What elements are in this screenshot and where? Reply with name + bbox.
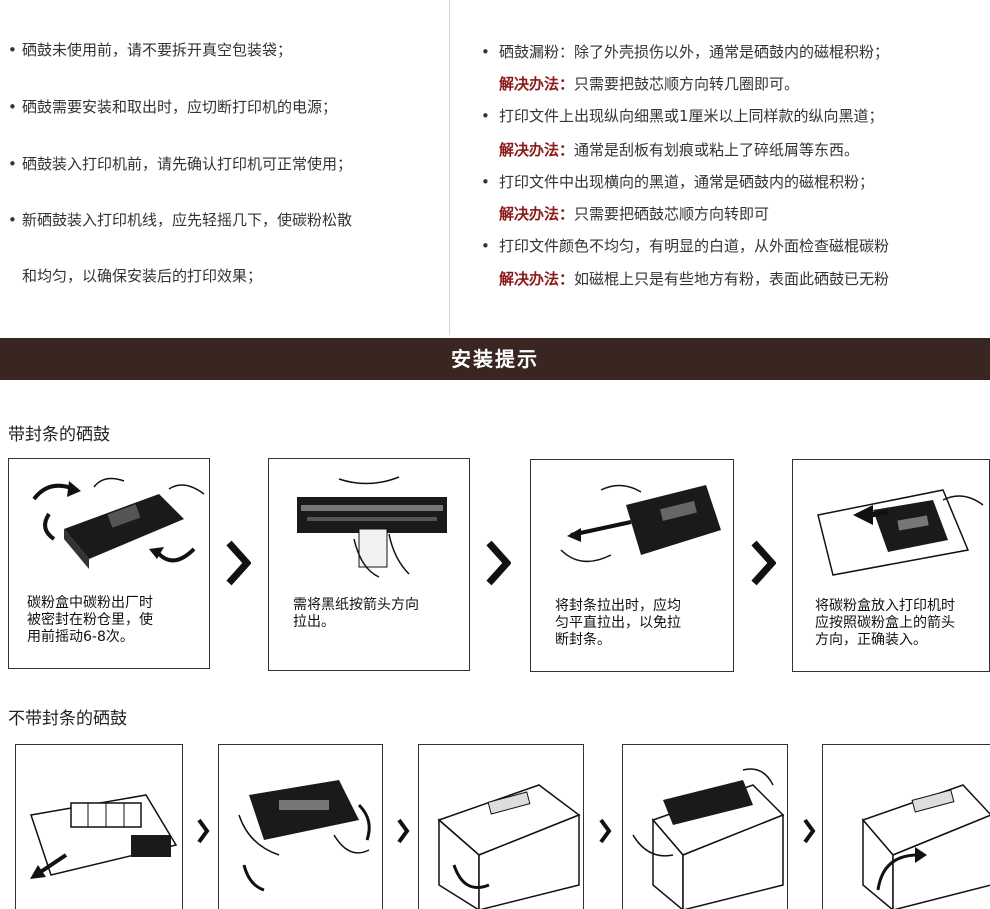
unsealed-step-5	[822, 744, 990, 909]
bullet-icon: •	[481, 107, 490, 125]
close-printer-cover-illustration	[861, 784, 990, 909]
chevron-right-icon	[396, 818, 410, 844]
sealed-step-3: 将封条拉出时，应均 匀平直拉出，以免拉 断封条。	[530, 459, 734, 672]
column-divider	[449, 0, 450, 335]
chevron-right-icon	[485, 540, 511, 586]
care-note-continuation: 和均匀，以确保安装后的打印效果；	[22, 267, 263, 285]
bullet-icon: •	[8, 155, 17, 173]
chevron-right-icon	[802, 818, 816, 844]
bullet-icon: •	[481, 43, 490, 61]
step-caption: 碳粉盒中碳粉出厂时 被密封在粉仓里，使 用前摇动6-8次。	[27, 595, 153, 645]
chevron-right-icon	[598, 818, 612, 844]
care-note: •硒鼓未使用前，请不要拆开真空包装袋；	[8, 41, 293, 59]
chevron-right-icon	[196, 818, 210, 844]
bullet-icon: •	[8, 98, 17, 116]
bullet-icon: •	[8, 211, 17, 229]
unsealed-step-4	[622, 744, 788, 909]
unsealed-step-2	[218, 744, 383, 909]
unsealed-section-title: 不带封条的硒鼓	[8, 709, 127, 729]
problem-item: •硒鼓漏粉：除了外壳损伤以外，通常是硒鼓内的磁棍积粉；	[481, 43, 890, 61]
insert-cartridge-illustration	[817, 489, 984, 576]
troubleshooting: •硒鼓漏粉：除了外壳损伤以外，通常是硒鼓内的磁棍积粉； 解决办法：只需要把鼓芯顺…	[473, 0, 990, 335]
step-caption: 将封条拉出时，应均 匀平直拉出，以免拉 断封条。	[555, 598, 681, 648]
install-tips-banner: 安装提示	[0, 338, 990, 380]
pull-black-paper-illustration	[297, 476, 447, 578]
care-notes: •硒鼓未使用前，请不要拆开真空包装袋； •硒鼓需要安装和取出时，应切断打印机的电…	[0, 0, 449, 335]
solution-item: 解决办法：只需要把硒鼓芯顺方向转即可	[499, 205, 770, 223]
problem-item: •打印文件颜色不均匀，有明显的白道，从外面检查磁棍碳粉	[481, 237, 890, 255]
open-printer-cover-illustration	[437, 784, 581, 909]
bullet-icon: •	[481, 173, 490, 191]
bullet-icon: •	[481, 237, 490, 255]
chevron-right-icon	[225, 540, 251, 586]
unsealed-step-1	[15, 744, 183, 909]
solution-item: 解决办法：如磁棍上只是有些地方有粉，表面此硒鼓已无粉	[499, 270, 890, 288]
unwrap-cartridge-illustration	[30, 794, 178, 879]
bullet-icon: •	[8, 41, 17, 59]
care-note: •新硒鼓装入打印机线，应先轻摇几下，使碳粉松散	[8, 211, 353, 229]
shake-cartridge-illustration	[32, 477, 205, 569]
problem-item: •打印文件中出现横向的黑道，通常是硒鼓内的磁棍积粉；	[481, 173, 875, 191]
care-note: •硒鼓装入打印机前，请先确认打印机可正常使用；	[8, 155, 353, 173]
step-caption: 需将黑纸按箭头方向 拉出。	[293, 597, 419, 630]
solution-item: 解决办法：通常是刮板有划痕或粘上了碎纸屑等东西。	[499, 141, 860, 159]
solution-item: 解决办法：只需要把鼓芯顺方向转几圈即可。	[499, 75, 800, 93]
problem-item: •打印文件上出现纵向细黑或1厘米以上同样款的纵向黑道；	[481, 107, 884, 125]
pull-seal-strip-illustration	[560, 484, 721, 563]
chevron-right-icon	[750, 540, 776, 586]
step-caption: 将碳粉盒放入打印机时 应按照碳粉盒上的箭头 方向，正确装入。	[815, 598, 955, 648]
unsealed-step-3	[418, 744, 584, 909]
sealed-step-2: 需将黑纸按箭头方向 拉出。	[268, 458, 470, 671]
sealed-step-1: 碳粉盒中碳粉出厂时 被密封在粉仓里，使 用前摇动6-8次。	[8, 458, 210, 669]
insert-into-printer-illustration	[632, 768, 785, 909]
care-note: •硒鼓需要安装和取出时，应切断打印机的电源；	[8, 98, 338, 116]
notes-section: •硒鼓未使用前，请不要拆开真空包装袋； •硒鼓需要安装和取出时，应切断打印机的电…	[0, 0, 990, 335]
sealed-step-4: 将碳粉盒放入打印机时 应按照碳粉盒上的箭头 方向，正确装入。	[792, 459, 990, 672]
rock-cartridge-illustration	[238, 780, 371, 892]
sealed-section-title: 带封条的硒鼓	[8, 425, 110, 445]
